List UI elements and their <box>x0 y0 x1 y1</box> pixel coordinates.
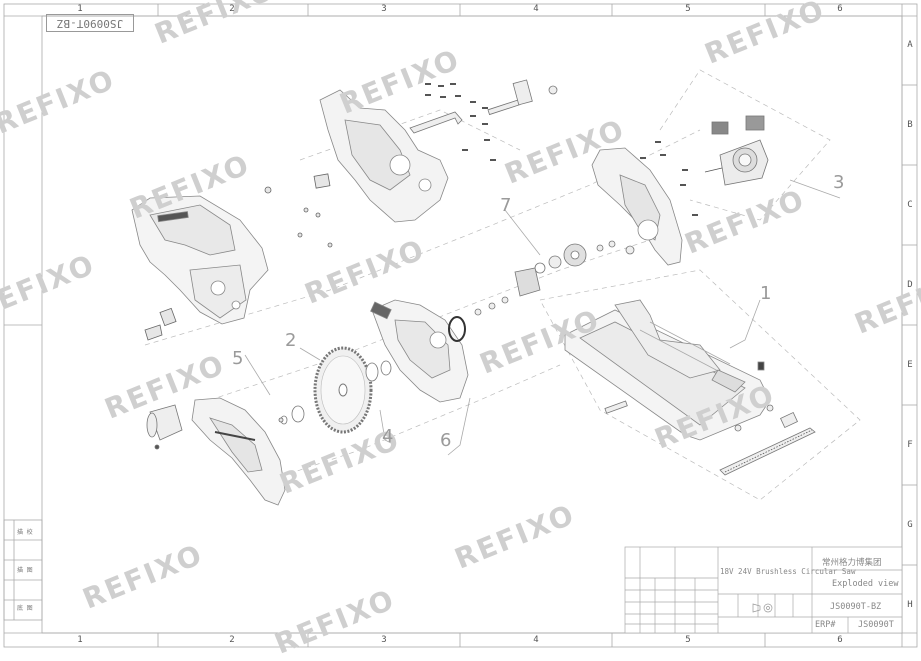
row-letter: B <box>907 120 913 130</box>
row-letter: E <box>907 360 913 370</box>
title-block-frame <box>624 546 903 634</box>
column-number: 1 <box>77 635 83 645</box>
callout-7: 7 <box>500 195 512 216</box>
column-number: 2 <box>229 4 235 14</box>
base-plate <box>564 299 771 441</box>
column-number: 5 <box>685 635 691 645</box>
callout-5: 5 <box>232 348 244 369</box>
column-number: 2 <box>229 635 235 645</box>
column-number: 4 <box>533 4 539 14</box>
row-letter: C <box>907 200 913 210</box>
row-letter: A <box>907 40 913 50</box>
column-number: 3 <box>381 4 387 14</box>
rip-fence <box>604 400 816 476</box>
brushless-motor <box>704 115 769 186</box>
left-block-label: 描 图 <box>17 567 33 574</box>
erp-label: ERP# <box>815 620 836 630</box>
hex-key-and-pin <box>409 79 558 134</box>
column-number: 6 <box>837 635 843 645</box>
sheet-title: Exploded view <box>832 579 899 589</box>
row-letter: F <box>907 440 913 450</box>
dust-port <box>146 404 183 450</box>
callout-6: 6 <box>440 430 452 451</box>
column-number: 3 <box>381 635 387 645</box>
gear-train <box>474 240 635 316</box>
blade-flanges <box>280 360 392 425</box>
row-letter: G <box>907 520 913 530</box>
upper-blade-guard <box>591 147 683 266</box>
callout-4: 4 <box>382 426 394 447</box>
screw-set-top <box>425 83 496 161</box>
screw-set-right <box>640 141 698 216</box>
column-number: 4 <box>533 635 539 645</box>
drawing-number: JS0090T-BZ <box>830 602 882 612</box>
column-number: 1 <box>77 4 83 14</box>
saw-blade <box>313 346 373 434</box>
column-number: 6 <box>837 4 843 14</box>
motor-housing-handle <box>131 195 269 325</box>
callout-2: 2 <box>285 330 297 351</box>
lower-blade-guard <box>370 299 469 403</box>
erp-number: JS0090T <box>858 620 894 630</box>
left-small-parts <box>144 173 333 423</box>
callout-1: 1 <box>760 283 772 304</box>
fixed-blade-guard <box>191 397 286 506</box>
product-title: 18V 24V Brushless Circular Saw <box>720 567 856 576</box>
left-block-label: 底 图 <box>17 605 33 612</box>
company-name: 常州格力博集团 <box>822 558 882 568</box>
guard-retaining-ring <box>448 316 466 342</box>
left-block-label: 描 校 <box>17 529 33 536</box>
callout-leaders <box>244 179 841 456</box>
column-number: 5 <box>685 4 691 14</box>
projection-symbol <box>752 603 773 613</box>
row-letter: H <box>907 600 913 610</box>
center-housing <box>319 89 449 223</box>
drawing-number-rotated: JS0090T-BZ <box>46 14 134 32</box>
callout-3: 3 <box>833 172 845 193</box>
row-letter: D <box>907 280 913 290</box>
